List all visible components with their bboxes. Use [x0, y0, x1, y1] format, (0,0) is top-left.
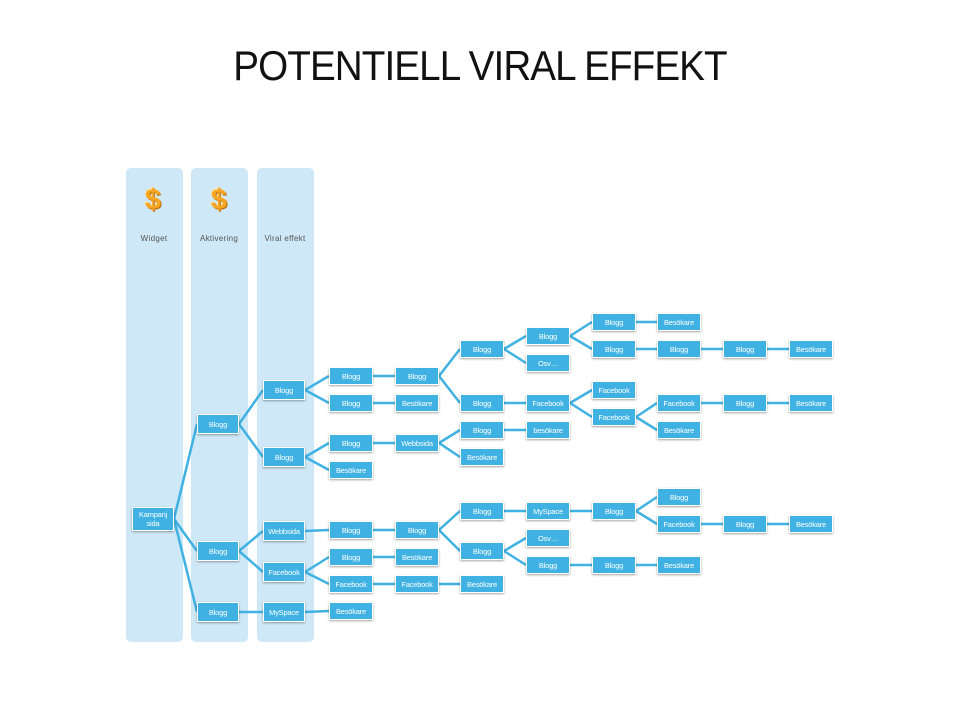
diagram-connector	[569, 401, 593, 419]
diagram-node: Blogg	[657, 488, 701, 506]
diagram-node: Blogg	[460, 421, 504, 439]
column-widget	[126, 168, 183, 642]
page-title: POTENTIELL VIRAL EFFEKT	[233, 42, 727, 89]
diagram-node: Blogg	[329, 521, 373, 539]
diagram-node: Osv…	[526, 354, 570, 372]
diagram-connector	[304, 528, 330, 533]
diagram-node: Besökare	[657, 421, 701, 439]
diagram-node: Blogg	[329, 367, 373, 385]
column-label-aktivering: Aktivering	[199, 234, 239, 243]
diagram-node: Blogg	[197, 602, 239, 622]
diagram-node: Facebook	[263, 562, 305, 582]
diagram-node: Blogg	[723, 394, 767, 412]
diagram-node: Blogg	[263, 447, 305, 467]
diagram-connector	[438, 441, 461, 459]
diagram-node: Webbsida	[263, 521, 305, 541]
diagram-connector	[304, 441, 330, 459]
diagram-node: Blogg	[329, 434, 373, 452]
diagram-node: Besökare	[789, 515, 833, 533]
diagram-connector	[304, 555, 330, 574]
diagram-connector	[503, 347, 527, 365]
diagram-node: Facebook	[592, 381, 636, 399]
diagram-connector	[304, 388, 330, 405]
diagram-node: Blogg	[395, 521, 439, 539]
diagram-connector	[569, 320, 593, 338]
diagram-node: Blogg	[395, 367, 439, 385]
diagram-node: Blogg	[592, 502, 636, 520]
column-aktivering	[191, 168, 248, 642]
diagram-node: Kampanj sida	[132, 507, 174, 531]
diagram-connector	[237, 423, 265, 458]
dollar-icon: $	[210, 184, 228, 216]
diagram-node: Blogg	[592, 340, 636, 358]
diagram-node: Blogg	[263, 380, 305, 400]
diagram-node: Facebook	[657, 515, 701, 533]
diagram-connector	[304, 609, 330, 614]
diagram-node: Besökare	[395, 394, 439, 412]
diagram-node: Facebook	[526, 394, 570, 412]
diagram-node: Webbsida	[395, 434, 439, 452]
diagram-node: Besökare	[657, 313, 701, 331]
diagram-node: Blogg	[329, 394, 373, 412]
diagram-connector	[635, 509, 658, 526]
diagram-node: Blogg	[197, 541, 239, 561]
diagram-connector	[635, 401, 658, 419]
diagram-connector	[172, 423, 199, 520]
diagram-connector	[237, 389, 265, 425]
diagram-connector	[635, 415, 658, 432]
diagram-node: Besökare	[460, 448, 504, 466]
diagram-node: Blogg	[460, 340, 504, 358]
diagram-node: Blogg	[329, 548, 373, 566]
diagram-node: Besökare	[329, 602, 373, 620]
diagram-connector	[569, 334, 593, 351]
diagram-connector	[503, 549, 527, 567]
diagram-node: Blogg	[460, 394, 504, 412]
diagram-connector	[503, 334, 527, 351]
diagram-connector	[503, 536, 527, 553]
diagram-node: MySpace	[526, 502, 570, 520]
diagram-connector	[172, 518, 199, 613]
diagram-node: Blogg	[526, 556, 570, 574]
diagram-node: Blogg	[723, 340, 767, 358]
diagram-node: Facebook	[657, 394, 701, 412]
diagram-connector	[304, 374, 330, 392]
diagram-node: Blogg	[197, 414, 239, 434]
diagram-node: besökare	[526, 421, 570, 439]
column-label-widget: Widget	[140, 234, 168, 243]
diagram-node: Blogg	[657, 340, 701, 358]
diagram-node: MySpace	[263, 602, 305, 622]
diagram-connector	[635, 495, 658, 513]
diagram-node: Besökare	[789, 394, 833, 412]
diagram-connector	[238, 550, 264, 573]
diagram-connector	[304, 570, 330, 586]
diagram-node: Blogg	[526, 327, 570, 345]
column-label-viral-effekt: Viral effekt	[264, 234, 306, 243]
diagram-node: Besökare	[395, 548, 439, 566]
diagram-node: Besökare	[460, 575, 504, 593]
diagram-node: Facebook	[395, 575, 439, 593]
diagram-connector	[238, 530, 264, 552]
diagram-node: Blogg	[460, 502, 504, 520]
diagram-node: Facebook	[329, 575, 373, 593]
diagram-connector	[172, 518, 199, 552]
diagram-node: Facebook	[592, 408, 636, 426]
diagram-connector	[438, 510, 461, 531]
diagram-node: Blogg	[592, 313, 636, 331]
diagram-node: Besökare	[657, 556, 701, 574]
diagram-connector	[438, 428, 461, 445]
diagram-node: Blogg	[460, 542, 504, 560]
diagram-node: Besökare	[329, 461, 373, 479]
diagram-node: Blogg	[723, 515, 767, 533]
diagram-connector	[438, 348, 461, 377]
diagram-connector	[438, 375, 461, 404]
diagram-connector	[569, 388, 593, 405]
dollar-icon: $	[144, 184, 162, 216]
diagram-node: Osv…	[526, 529, 570, 547]
diagram-node: Blogg	[592, 556, 636, 574]
diagram-connector	[304, 455, 330, 472]
diagram-node: Besökare	[789, 340, 833, 358]
diagram-connector	[438, 529, 461, 552]
